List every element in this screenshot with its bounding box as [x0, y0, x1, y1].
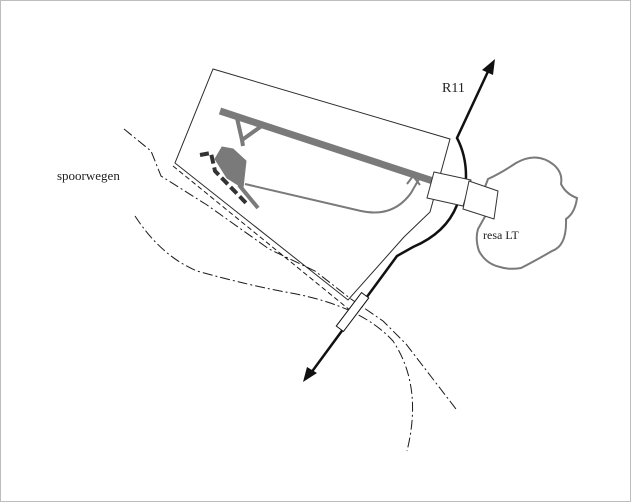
railway-line-upper — [123, 128, 457, 410]
runway-end-building-east — [462, 180, 499, 220]
apron — [214, 146, 247, 189]
railway-dashed-line — [172, 165, 352, 312]
runway — [218, 107, 435, 185]
road-label: R11 — [442, 81, 465, 96]
apron-taxiway — [237, 183, 260, 210]
terminal-dashed-outline — [199, 150, 249, 206]
resa-area-outline — [475, 156, 579, 270]
road-r11 — [306, 64, 493, 378]
parallel-taxiway — [244, 178, 420, 214]
runway-end-building-west — [426, 171, 472, 207]
road-arrow-north-icon — [482, 59, 495, 75]
road-arrow-south-icon — [303, 367, 317, 382]
railway-label: spoorwegen — [57, 168, 120, 183]
runway-end-taxiway — [406, 174, 421, 186]
railway-line-lower — [134, 215, 414, 452]
site-boundary — [174, 68, 451, 301]
taxiway-connector — [235, 117, 265, 147]
resa-label: resa LT — [483, 228, 520, 242]
road-crossing-structure — [335, 291, 370, 333]
